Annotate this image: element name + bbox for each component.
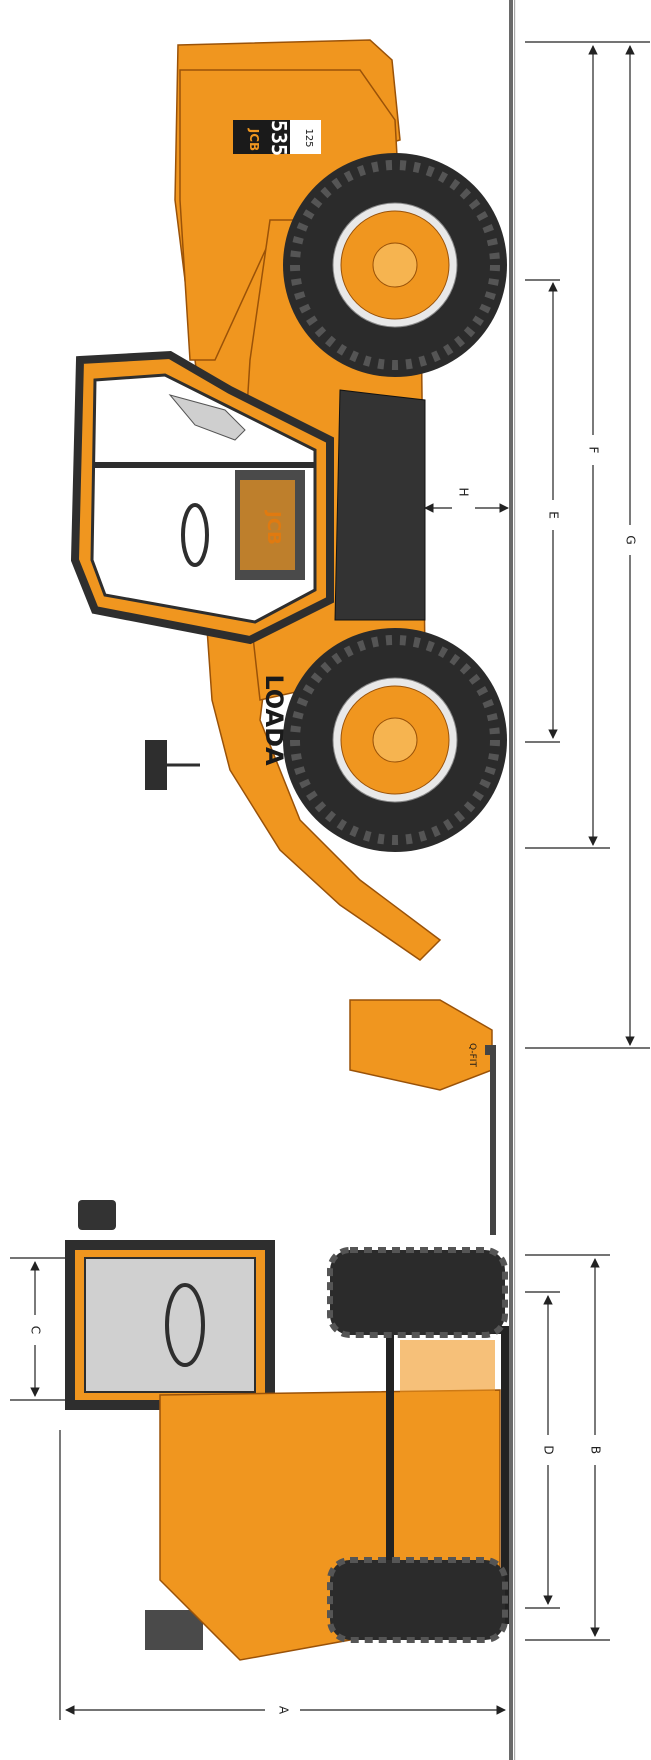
front-wheel [283,628,507,852]
carriage-text: Q-FIT [467,1043,477,1067]
front-mirror-bottom [145,1610,203,1650]
cab-logo: JCB [263,509,284,545]
dim-label-d: D [542,1445,556,1454]
side-view-machine: JCB LOADA JCB 535 125 Q-FIT [70,39,507,1235]
dim-label-a: A [277,1706,291,1715]
front-tyre-left [330,1250,505,1335]
svg-text:JCB: JCB [247,128,261,151]
dimension-labels: F G E H A C D B [29,447,638,1715]
model-badge: JCB 535 125 [233,120,321,156]
boom-text: LOADA [260,674,288,766]
front-tyre-right [330,1560,505,1640]
front-mirror-top [78,1200,116,1230]
ground-line [509,0,516,1760]
fork [490,1045,496,1235]
dim-label-g: G [624,535,638,544]
rear-wheel [283,153,507,377]
front-view-machine [65,1200,509,1661]
side-mirror [145,740,167,790]
dimensions [10,41,650,1720]
chassis-underside [334,389,426,621]
svg-text:535: 535 [267,120,291,156]
dim-label-b: B [589,1446,603,1454]
dim-label-h: H [457,487,471,496]
fork-carriage: Q-FIT [349,999,493,1091]
cab: JCB [70,350,334,645]
svg-text:125: 125 [303,128,314,147]
dim-label-c: C [29,1326,43,1334]
dim-label-e: E [547,511,561,519]
dim-label-f: F [587,447,601,454]
